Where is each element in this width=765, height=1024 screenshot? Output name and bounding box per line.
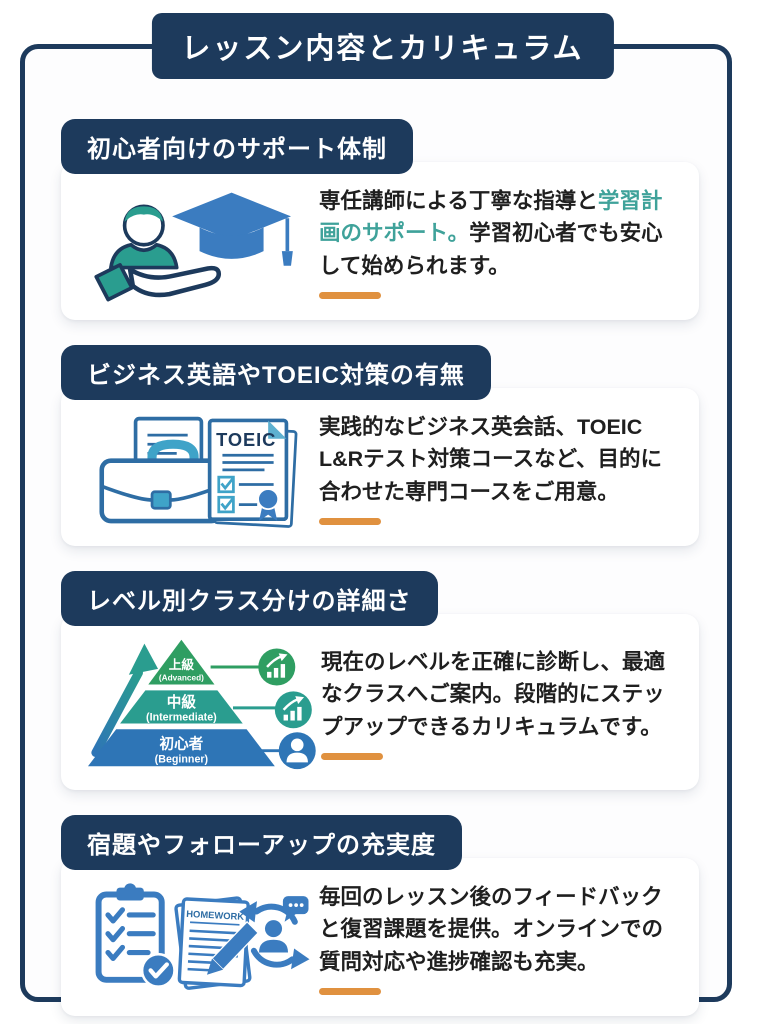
growth-chart-icon xyxy=(258,648,296,686)
followup-cycle-icon xyxy=(239,896,310,970)
section-homework-followup: 宿題やフォローアップの充実度 xyxy=(61,815,699,1016)
section-card: TOEIC 実践的なビジネス英会話、TOEIC L&Rテスト対策コースなど、目的… xyxy=(61,388,699,546)
section-heading-badge: 宿題やフォローアップの充実度 xyxy=(61,815,463,870)
pyramid-advanced-en: (Advanced) xyxy=(159,674,204,683)
section-card: HOMEWORK xyxy=(61,858,699,1016)
growth-chart-icon xyxy=(274,691,312,729)
level-pyramid-icon: 上級 (Advanced) 中級 (Intermediate) 初心者 (Beg… xyxy=(71,630,321,776)
section-body-text: 実践的なビジネス英会話、TOEIC L&Rテスト対策コースなど、目的に合わせた専… xyxy=(319,411,681,525)
pyramid-intermediate-jp: 中級 xyxy=(167,693,197,711)
body-text-pre: 実践的なビジネス英会話、TOEIC L&Rテスト対策コースなど、目的に合わせた専… xyxy=(319,415,663,504)
body-text-pre: 現在のレベルを正確に診断し、最適なクラスへご案内。段階的にステップアップできるカ… xyxy=(321,650,666,739)
homework-label: HOMEWORK xyxy=(186,909,244,922)
person-icon xyxy=(278,732,316,770)
section-card: 専任講師による丁寧な指導と学習計画のサポート。学習初心者でも安心して始められます… xyxy=(61,162,699,320)
section-heading-badge: 初心者向けのサポート体制 xyxy=(61,119,413,174)
section-body-text: 現在のレベルを正確に診断し、最適なクラスへご案内。段階的にステップアップできるカ… xyxy=(321,646,681,760)
homework-paper-icon: HOMEWORK xyxy=(174,896,260,990)
pyramid-intermediate-en: (Intermediate) xyxy=(146,712,217,724)
pyramid-beginner-jp: 初心者 xyxy=(160,735,204,753)
body-text-pre: 毎回のレッスン後のフィードバックと復習課題を提供。オンラインでの質問対応や進捗確… xyxy=(319,885,664,974)
body-text-highlight: 学習計画のサポート。 xyxy=(319,189,663,246)
section-card: 上級 (Advanced) 中級 (Intermediate) 初心者 (Beg… xyxy=(61,614,699,790)
orange-underline xyxy=(319,517,381,525)
body-text-post: 学習初心者でも安心して始められます。 xyxy=(319,221,663,278)
section-heading-badge: ビジネス英語やTOEIC対策の有無 xyxy=(61,345,491,400)
section-beginner-support: 初心者向けのサポート体制 専任講 xyxy=(61,119,699,320)
pyramid-beginner-en: (Beginner) xyxy=(155,753,209,765)
toeic-label: TOEIC xyxy=(216,429,276,450)
homework-followup-icon: HOMEWORK xyxy=(71,874,319,1002)
briefcase-toeic-certificate-icon: TOEIC xyxy=(71,404,319,532)
section-heading-badge: レベル別クラス分けの詳細さ xyxy=(61,571,438,626)
section-body-text: 専任講師による丁寧な指導と学習計画のサポート。学習初心者でも安心して始められます… xyxy=(319,185,681,299)
section-body-text: 毎回のレッスン後のフィードバックと復習課題を提供。オンラインでの質問対応や進捗確… xyxy=(319,881,681,995)
orange-underline xyxy=(319,987,381,995)
body-text-pre: 専任講師による丁寧な指導と xyxy=(319,189,598,214)
section-business-toeic: ビジネス英語やTOEIC対策の有無 xyxy=(61,345,699,546)
checklist-clipboard-icon xyxy=(95,883,176,988)
orange-underline xyxy=(319,291,381,299)
section-level-classes: レベル別クラス分けの詳細さ xyxy=(61,571,699,790)
orange-underline xyxy=(321,752,383,760)
person-graduation-icon xyxy=(71,178,319,306)
pyramid-advanced-jp: 上級 xyxy=(169,657,195,672)
content-frame: 初心者向けのサポート体制 専任講 xyxy=(20,44,732,1016)
page-title: レッスン内容とカリキュラム xyxy=(151,13,614,79)
